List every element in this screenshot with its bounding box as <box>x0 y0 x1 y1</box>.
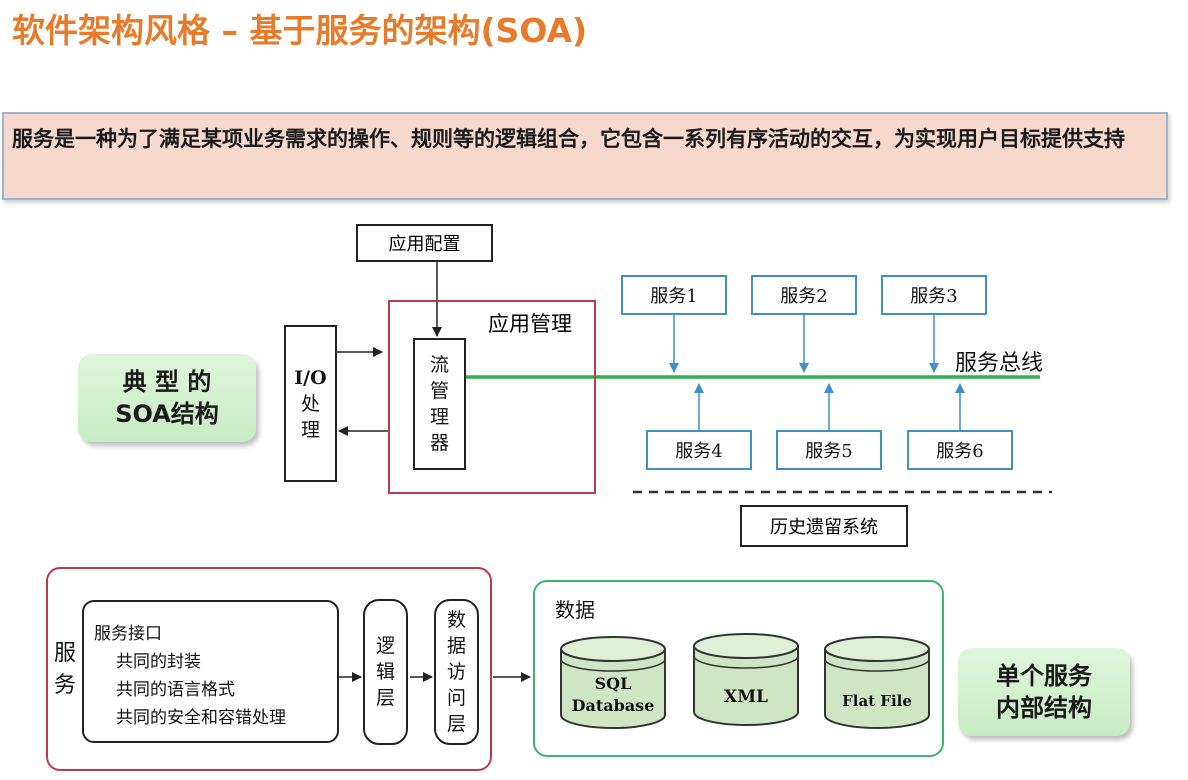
dal-char-3: 访 <box>446 661 466 683</box>
flow-manager-box: 流 管 理 器 <box>413 338 466 470</box>
service-4-label: 服务4 <box>675 441 723 462</box>
flow-char-4: 器 <box>429 432 449 454</box>
tag-line-1: 典 型 的 <box>122 368 212 396</box>
data-access-layer-box: 数 据 访 问 层 <box>434 599 479 745</box>
service-side-label: 服 务 <box>54 638 76 702</box>
flow-char-3: 理 <box>429 406 449 428</box>
service-char-2: 务 <box>54 673 77 698</box>
service-char-1: 服 <box>54 641 77 666</box>
service-3-box: 服务3 <box>881 275 987 315</box>
io-line-1: I/O <box>294 366 327 389</box>
xml-label: XML <box>724 687 768 707</box>
definition-text: 服务是一种为了满足某项业务需求的操作、规则等的逻辑组合，它包含一系列有序活动的交… <box>12 127 1125 151</box>
service-4-box: 服务4 <box>646 430 752 470</box>
service-6-label: 服务6 <box>936 441 984 462</box>
interface-item-1: 共同的封装 <box>116 652 201 672</box>
sql-line-1: SQL <box>594 674 632 693</box>
app-config-label: 应用配置 <box>388 234 461 255</box>
dal-char-5: 层 <box>446 713 466 735</box>
logic-char-2: 辑 <box>375 661 395 683</box>
page-title: 软件架构风格 – 基于服务的架构(SOA) <box>12 11 588 50</box>
service-1-box: 服务1 <box>621 275 727 315</box>
dal-char-4: 问 <box>446 687 466 709</box>
interface-title: 服务接口 <box>94 624 162 644</box>
sql-line-2: Database <box>571 696 655 715</box>
logic-layer-box: 逻 辑 层 <box>363 599 408 745</box>
logic-char-3: 层 <box>375 687 395 709</box>
service-5-box: 服务5 <box>776 430 882 470</box>
flow-char-1: 流 <box>429 354 449 376</box>
xml-cylinder: XML <box>692 632 800 728</box>
io-line-2: 处 <box>300 392 320 415</box>
flat-file-label: Flat File <box>842 692 912 710</box>
service-bus-label: 服务总线 <box>955 351 1044 376</box>
service-6-box: 服务6 <box>907 430 1013 470</box>
service-2-label: 服务2 <box>780 286 828 307</box>
legacy-system-label: 历史遗留系统 <box>770 517 878 538</box>
service-1-label: 服务1 <box>650 286 698 307</box>
interface-item-3: 共同的安全和容错处理 <box>116 708 286 728</box>
service-2-box: 服务2 <box>751 275 857 315</box>
sql-database-cylinder: SQL Database <box>559 635 667 731</box>
interface-item-2: 共同的语言格式 <box>116 680 235 700</box>
service-interface-box: 服务接口 共同的封装 共同的语言格式 共同的安全和容错处理 <box>82 600 339 743</box>
data-title: 数据 <box>555 598 595 622</box>
app-config-box: 应用配置 <box>356 224 493 262</box>
dal-char-1: 数 <box>446 609 466 631</box>
data-container: 数据 <box>533 580 944 757</box>
io-box: I/O 处 理 <box>284 325 337 482</box>
app-mgmt-box: 应用管理 <box>388 300 596 494</box>
single-service-tag: 单个服务 内部结构 <box>958 648 1130 736</box>
flow-char-2: 管 <box>429 380 449 402</box>
dal-char-2: 据 <box>446 635 466 657</box>
logic-char-1: 逻 <box>375 635 395 657</box>
flat-file-cylinder: Flat File <box>823 635 931 731</box>
definition-box <box>2 112 1168 200</box>
service-container <box>46 567 492 771</box>
typical-soa-tag: 典 型 的 SOA结构 <box>78 354 256 442</box>
io-line-3: 理 <box>300 418 320 441</box>
service-3-label: 服务3 <box>910 286 958 307</box>
legacy-system-box: 历史遗留系统 <box>740 505 908 547</box>
tag-line-2: SOA结构 <box>115 400 219 428</box>
service-5-label: 服务5 <box>805 441 853 462</box>
app-mgmt-label: 应用管理 <box>488 312 572 336</box>
tag2-line-1: 单个服务 <box>996 662 1092 690</box>
tag2-line-2: 内部结构 <box>996 694 1092 722</box>
